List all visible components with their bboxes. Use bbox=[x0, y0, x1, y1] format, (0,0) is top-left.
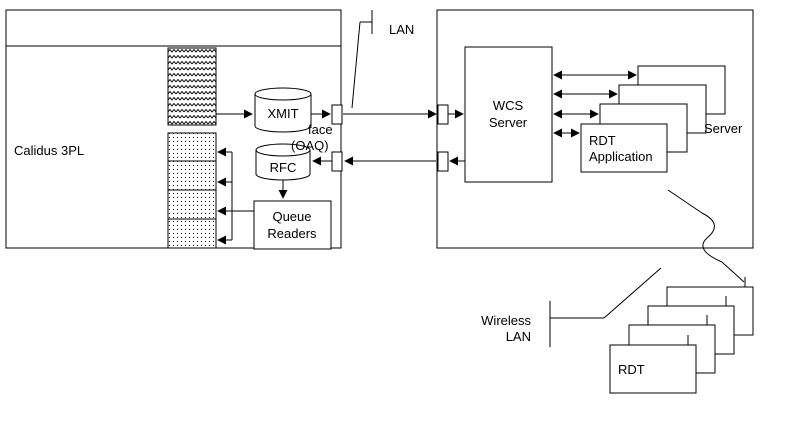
inbound-queue-stack bbox=[167, 132, 217, 249]
lan-label: LAN bbox=[389, 22, 414, 37]
connector-port-out-left bbox=[331, 104, 343, 125]
wcs-server-line2: Server bbox=[489, 115, 528, 130]
rdt-app-line2: Application bbox=[589, 149, 653, 164]
queue-readers-line2: Readers bbox=[267, 226, 317, 241]
outbound-queue-block bbox=[167, 47, 217, 126]
xmit-label: XMIT bbox=[267, 106, 298, 121]
wireless-lan-line1: Wireless bbox=[481, 313, 531, 328]
connector-port-out-right bbox=[437, 104, 449, 125]
lan-symbol: LAN bbox=[351, 10, 414, 109]
interface-label-line2: (OAQ) bbox=[291, 138, 329, 153]
wcs-rdt-links bbox=[553, 70, 637, 138]
rdt-server-stack: Server RDT Application bbox=[580, 65, 743, 173]
wcs-server-line1: WCS bbox=[493, 98, 524, 113]
rfc-label: RFC bbox=[270, 160, 297, 175]
interface-label-line1: face bbox=[308, 122, 333, 137]
rfc-queue-cylinder: RFC bbox=[255, 143, 311, 181]
connector-port-in-left bbox=[331, 151, 343, 172]
queue-readers-box: Queue Readers bbox=[253, 200, 332, 250]
wireless-lan-line2: LAN bbox=[506, 329, 531, 344]
connector-port-in-right bbox=[437, 151, 449, 172]
rdt-server-label: Server bbox=[704, 121, 743, 136]
queue-readers-arrows bbox=[217, 147, 254, 245]
calidus-label: Calidus 3PL bbox=[14, 143, 84, 158]
wcs-server-box: WCS Server bbox=[464, 46, 553, 183]
queue-readers-line1: Queue bbox=[272, 209, 311, 224]
rdt-device-stack: RDT bbox=[609, 277, 754, 394]
rdt-device-label: RDT bbox=[618, 362, 645, 377]
rdt-app-line1: RDT bbox=[589, 133, 616, 148]
wireless-lan-symbol: Wireless LAN bbox=[481, 267, 662, 347]
xmit-queue-cylinder: XMIT bbox=[254, 87, 312, 133]
wireless-wave-line bbox=[667, 189, 745, 283]
